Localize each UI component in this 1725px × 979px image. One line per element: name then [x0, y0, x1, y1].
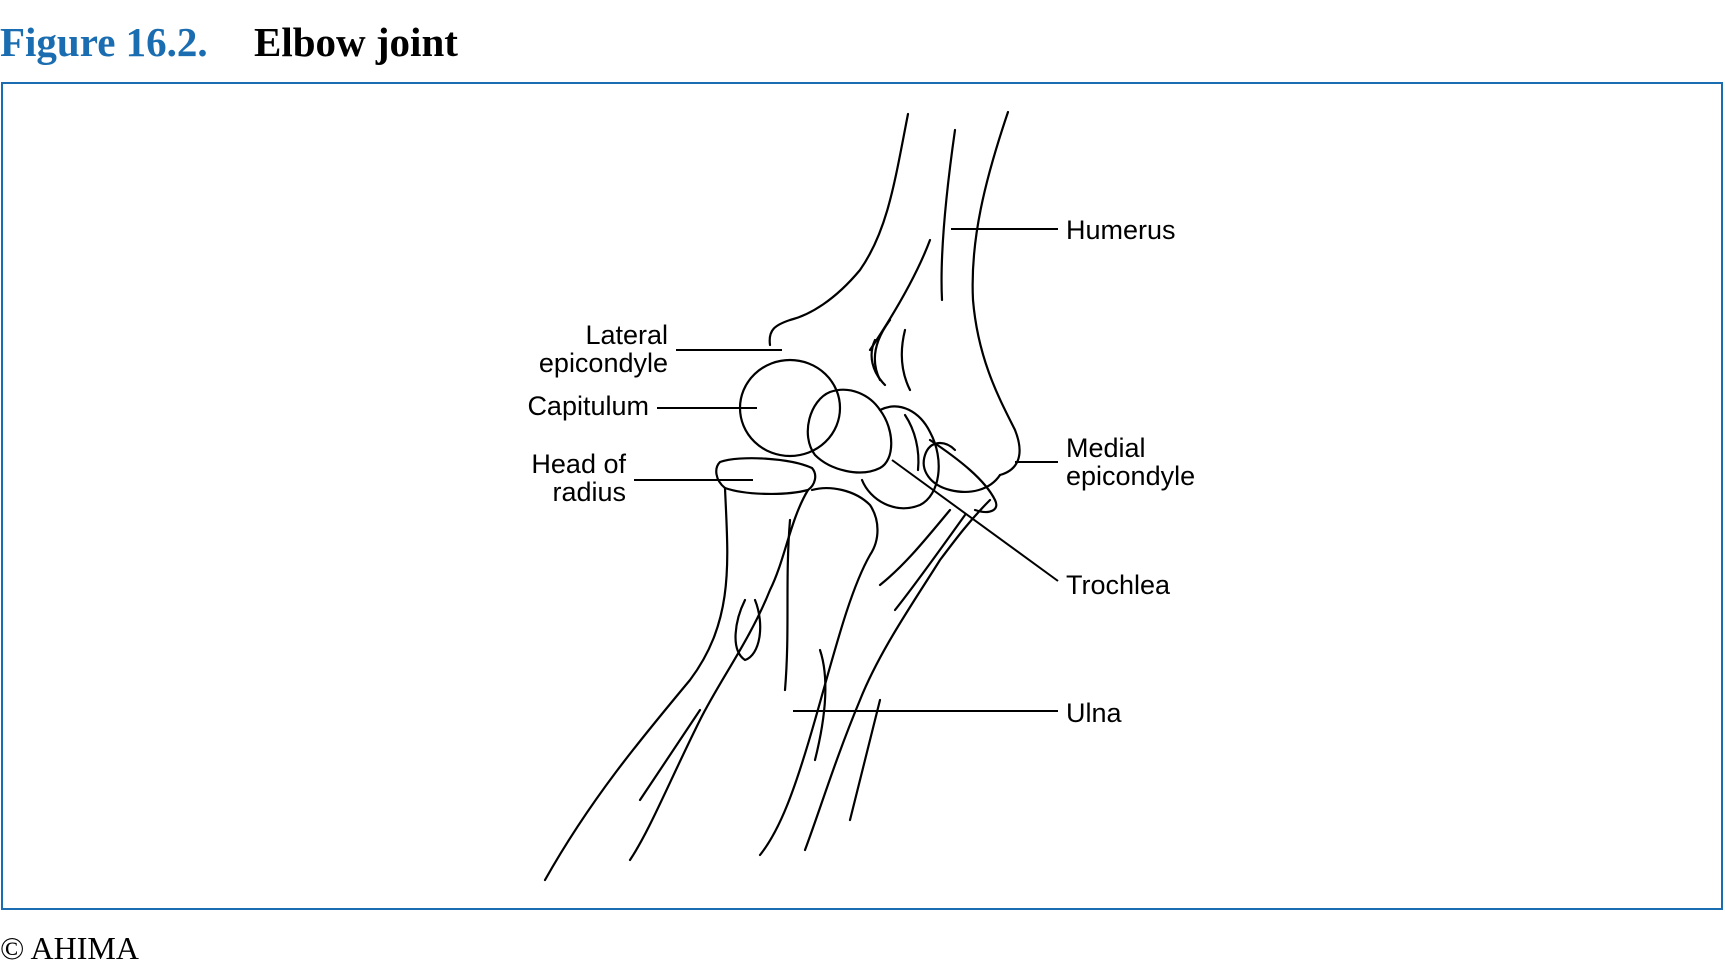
figure-frame [1, 82, 1723, 910]
radius-outline-right [628, 488, 810, 862]
label-capitulum: Capitulum [527, 391, 649, 421]
copyright-credit: © AHIMA [0, 930, 139, 966]
label-humerus: Humerus [1066, 215, 1176, 245]
humerus-inner-line [940, 128, 957, 302]
figure-title: Elbow joint [254, 19, 458, 65]
ulna-outline-left [758, 487, 879, 857]
label-medial-epicondyle-line1: Medial [1066, 433, 1146, 463]
leader-trochlea [891, 459, 1059, 582]
label-lateral-epicondyle-line1: Lateral [585, 320, 668, 350]
trochlea-outline [806, 388, 893, 474]
humerus-outline-left [768, 112, 910, 347]
radius-outline-left [543, 486, 729, 882]
label-lateral-epicondyle-line2: epicondyle [539, 348, 668, 378]
figure-header: Figure 16.2. Elbow joint [0, 18, 458, 66]
label-head-of-radius-line1: Head of [531, 449, 626, 479]
label-trochlea: Trochlea [1066, 570, 1171, 600]
radius-head-outline [715, 457, 817, 496]
figure-number: Figure 16.2. [0, 19, 208, 65]
label-ulna: Ulna [1066, 698, 1123, 728]
ulna-outline-right [803, 498, 992, 852]
label-medial-epicondyle-line2: epicondyle [1066, 461, 1195, 491]
humerus-outline-right [971, 110, 1021, 477]
label-head-of-radius-line2: radius [552, 477, 626, 507]
medial-epicondyle-outline [922, 442, 1002, 493]
